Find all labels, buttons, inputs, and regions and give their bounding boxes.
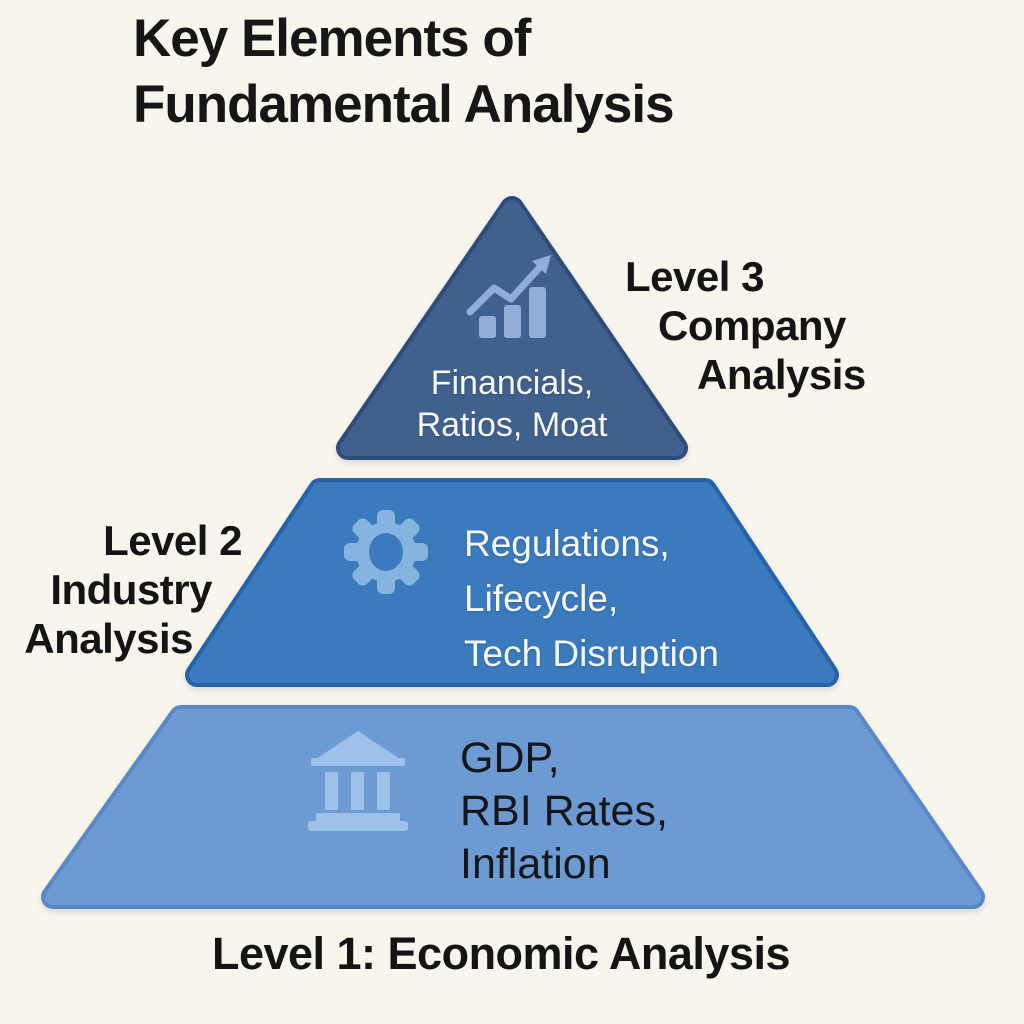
level3-label-line1: Level 3 (625, 253, 764, 300)
level1-content-line1: GDP, (460, 734, 560, 782)
level2-content-line1: Regulations, (464, 523, 670, 564)
level2-content-line2: Lifecycle, (464, 578, 619, 619)
gear-icon (344, 510, 428, 594)
level1-content-line2: RBI Rates, (460, 787, 668, 835)
level3-content-line2: Ratios, Moat (416, 406, 608, 444)
level2-trapezoid-shape (185, 478, 839, 687)
level3-content-line1: Financials, (430, 364, 594, 402)
page-title-line2: Fundamental Analysis (133, 75, 675, 134)
level2-label-line2: Industry (50, 566, 212, 613)
level1-content-line3: Inflation (460, 840, 611, 888)
level1-content-text: GDP, RBI Rates, Inflation (460, 732, 820, 891)
level3-label-line2: Company (658, 302, 846, 349)
level1-bottom-label: Level 1: Economic Analysis (211, 928, 791, 979)
level3-label-line3: Analysis (697, 351, 866, 398)
level2-side-label: Level 2 Industry Analysis (0, 516, 242, 663)
bank-icon (308, 731, 408, 831)
level1-trapezoid-shape (41, 705, 985, 909)
level3-content-text: Financials, Ratios, Moat (362, 362, 662, 446)
level3-side-label: Level 3 Company Analysis (622, 252, 902, 399)
level2-label-line1: Level 2 (103, 517, 242, 564)
level2-content-line3: Tech Disruption (464, 633, 720, 674)
bar-chart-growth-icon (466, 255, 551, 338)
page-title: Key Elements of Fundamental Analysis (133, 6, 853, 138)
level2-content-text: Regulations, Lifecycle, Tech Disruption (464, 516, 824, 681)
page-title-line1: Key Elements of (133, 9, 531, 68)
level2-label-line3: Analysis (24, 615, 193, 662)
